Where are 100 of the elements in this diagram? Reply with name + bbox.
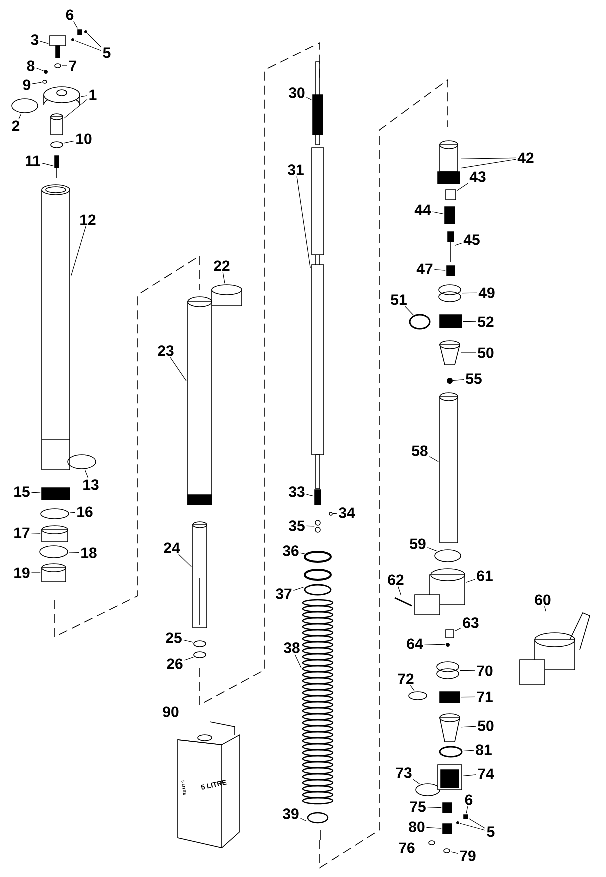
- leader-line: [461, 352, 477, 354]
- callout-number: 35: [289, 520, 305, 532]
- seal-ring: [42, 564, 66, 582]
- o-ring: [304, 569, 332, 596]
- callout-number: 8: [27, 60, 35, 72]
- pin: [54, 156, 60, 178]
- leader-line: [306, 526, 315, 527]
- bushing: [42, 526, 68, 542]
- leader-line: [74, 21, 78, 29]
- leader-line: [461, 696, 476, 698]
- valve-body: [438, 764, 462, 790]
- clip: [307, 812, 329, 840]
- callout-number: 36: [283, 546, 299, 556]
- leader-line: [70, 512, 76, 514]
- screw-cap: [50, 36, 66, 58]
- leader-line: [170, 357, 187, 382]
- washer: [438, 284, 462, 302]
- callout-number: 18: [82, 548, 97, 558]
- leader-line: [457, 183, 469, 192]
- o-ring: [416, 784, 440, 796]
- seal: [440, 692, 460, 704]
- leader-line: [64, 140, 75, 144]
- leader-line: [410, 685, 415, 692]
- leader-line: [426, 827, 442, 829]
- o-ring: [68, 454, 96, 470]
- seal: [440, 314, 462, 328]
- callout-number: 7: [69, 60, 77, 72]
- callout-number: 51: [391, 294, 407, 306]
- leader-line: [31, 533, 41, 534]
- callout-number: 81: [476, 744, 492, 756]
- callout-number: 39: [283, 808, 299, 820]
- leader-line: [333, 513, 338, 514]
- leader-line: [427, 547, 438, 552]
- valve-pin: [442, 802, 452, 814]
- leader-line: [466, 579, 476, 583]
- callout-number: 12: [80, 214, 96, 226]
- leader-line: [429, 456, 439, 462]
- callout-number: 6: [465, 794, 473, 806]
- spring: [302, 599, 334, 805]
- callout-number: 31: [288, 164, 304, 176]
- callout-number: 71: [477, 692, 493, 702]
- leader-line: [460, 670, 476, 672]
- bushing: [446, 190, 456, 200]
- leader-line: [453, 380, 465, 382]
- callout-number: 62: [388, 574, 404, 586]
- rod: [312, 148, 324, 490]
- o-ring: [439, 746, 463, 758]
- rod: [312, 62, 324, 146]
- callout-number: 11: [26, 156, 40, 166]
- callout-number: 75: [410, 802, 426, 812]
- o-ring: [194, 640, 206, 648]
- callout-number: 13: [84, 480, 99, 490]
- pin: [78, 30, 82, 36]
- leader-line: [469, 818, 486, 829]
- leader-line: [71, 226, 86, 276]
- callout-number: 73: [396, 768, 412, 778]
- callout-number: 34: [339, 508, 356, 518]
- leader-line: [461, 158, 517, 160]
- callout-number: 24: [164, 542, 180, 554]
- callout-number: 10: [76, 134, 92, 144]
- callout-number: 22: [214, 260, 230, 272]
- callout-number: 90: [163, 706, 179, 718]
- callout-number: 70: [477, 666, 493, 676]
- callout-number: 30: [289, 88, 305, 98]
- o-ring: [40, 546, 68, 558]
- leader-line: [40, 41, 49, 44]
- spring: [444, 206, 456, 224]
- callout-number: 58: [412, 446, 428, 456]
- callout-number: 80: [409, 822, 425, 832]
- nut: [314, 490, 322, 506]
- callout-number: 16: [78, 506, 93, 518]
- washer: [436, 662, 460, 680]
- leader-line: [42, 163, 54, 166]
- fork-cap: [44, 86, 80, 106]
- leader-line: [31, 492, 41, 494]
- leader-line: [460, 823, 486, 831]
- callout-number: 25: [166, 632, 182, 644]
- callout-number: 72: [398, 674, 414, 684]
- shim-stack: [440, 340, 461, 366]
- o-ring: [54, 64, 62, 68]
- leader-line: [462, 292, 478, 294]
- leader-line: [36, 68, 44, 72]
- o-ring: [304, 551, 332, 563]
- leader-line: [69, 552, 80, 554]
- fork-foot: [520, 612, 590, 686]
- leader-line: [184, 656, 194, 661]
- callout-number: 49: [478, 288, 495, 298]
- bolt: [394, 597, 412, 607]
- callout-number: 5: [487, 826, 495, 838]
- callout-number: 26: [167, 658, 183, 670]
- leader-line: [463, 774, 477, 776]
- callout-number: 33: [289, 486, 305, 498]
- leader-line: [463, 750, 475, 752]
- leader-line: [466, 806, 468, 814]
- callout-number: 74: [478, 768, 494, 780]
- leader-line: [293, 586, 305, 591]
- callout-number: 5: [103, 48, 111, 58]
- fork-tube: [42, 184, 70, 470]
- callout-number: 47: [416, 264, 433, 274]
- leader-line: [427, 807, 442, 808]
